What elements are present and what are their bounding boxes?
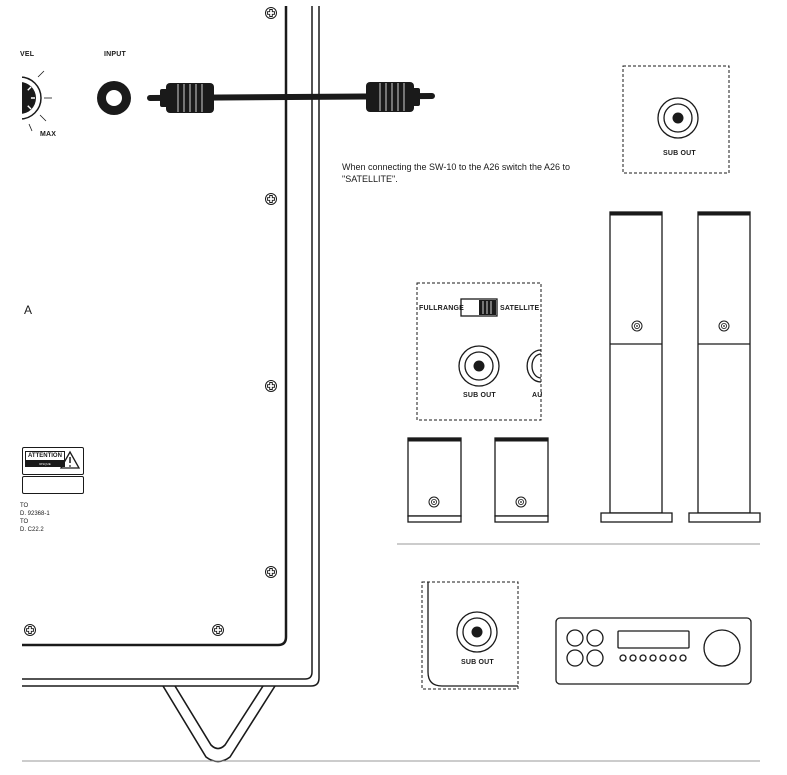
screw-icon (265, 193, 277, 205)
attention-label: ATTENTION RISQUE D'ELECTROCUTION NE PAS … (22, 447, 84, 475)
compliance-line: D. C22.2 (20, 527, 44, 533)
av-receiver-icon (555, 617, 752, 685)
aux-partial-label: AU (532, 392, 543, 399)
selector-panel-box (416, 282, 542, 421)
connection-note: When connecting the SW-10 to the A26 swi… (342, 162, 570, 184)
attention-subtitle: RISQUE D'ELECTROCUTION NE PAS OUVRIR (25, 461, 65, 467)
attention-title: ATTENTION (25, 451, 65, 461)
tweeter-icon (631, 320, 643, 332)
panel-screws (24, 7, 277, 636)
sub-out-mid-label: SUB OUT (463, 392, 496, 399)
level-label: VEL (20, 51, 35, 58)
compliance-line: TO (20, 519, 29, 525)
sub-out-bottom-label: SUB OUT (461, 659, 494, 666)
tower-speaker-left (600, 211, 673, 523)
subwoofer-rear-panel (22, 6, 320, 687)
compliance-line: D. 92368-1 (20, 511, 50, 517)
tweeter-icon (718, 320, 730, 332)
input-jack-icon (97, 81, 131, 115)
input-label: INPUT (104, 51, 126, 58)
screw-icon (265, 380, 277, 392)
max-label: MAX (40, 131, 57, 138)
rca-jack-icon (458, 345, 500, 387)
warning-triangle-icon (59, 450, 81, 469)
bookshelf-speaker-left (407, 437, 462, 523)
rca-cable-icon (147, 82, 435, 113)
bookshelf-speaker-right (494, 437, 549, 523)
satellite-label: SATELLITE (500, 305, 540, 312)
volume-knob-icon (0, 70, 52, 132)
screw-icon (212, 624, 224, 636)
screw-icon (265, 7, 277, 19)
tower-speaker-right (688, 211, 761, 523)
tweeter-icon (515, 496, 527, 508)
blank-label-box (22, 476, 84, 494)
sub-out-top-box (622, 65, 730, 174)
fullrange-label: FULLRANGE (419, 305, 464, 312)
rca-jack-icon (657, 97, 699, 139)
subwoofer-foot (162, 685, 276, 763)
screw-icon (24, 624, 36, 636)
sub-out-bottom-box (421, 581, 519, 690)
panel-letter-a: A (24, 303, 33, 317)
compliance-line: TO (20, 503, 29, 509)
screw-icon (265, 566, 277, 578)
aux-jack-partial-icon (526, 349, 542, 383)
rca-jack-icon (456, 611, 498, 653)
selector-switch-icon (460, 298, 498, 317)
sub-out-top-label: SUB OUT (663, 150, 696, 157)
tweeter-icon (428, 496, 440, 508)
